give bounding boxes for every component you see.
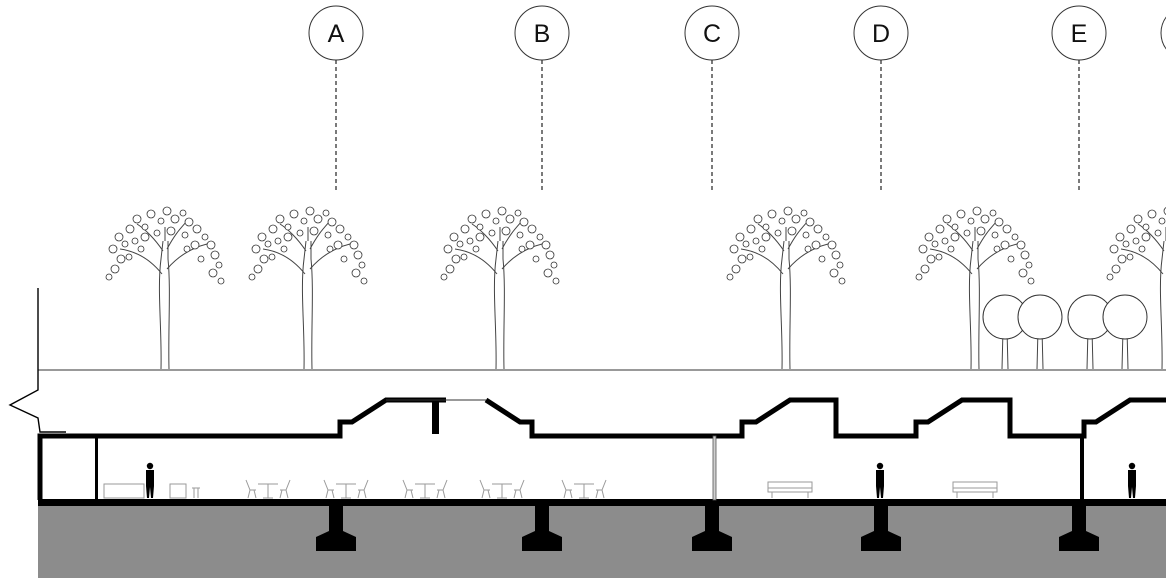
grid-axis-e-label: E xyxy=(1071,20,1088,48)
surface-trees xyxy=(105,206,1166,370)
grid-axis-f-partial xyxy=(1160,16,1166,50)
grid-axis-e: E xyxy=(1051,5,1107,190)
glass-partition xyxy=(712,435,717,501)
ground-soil xyxy=(38,505,1166,578)
break-line xyxy=(8,288,66,433)
grid-axis-b-label: B xyxy=(534,20,551,48)
grid-axis-b: B xyxy=(514,5,570,190)
grid-axes: A B C D E xyxy=(308,5,1166,190)
grid-axis-d-label: D xyxy=(872,20,890,48)
grid-axis-c-label: C xyxy=(703,20,721,48)
interior-furniture xyxy=(103,479,998,499)
grid-axis-a: A xyxy=(308,5,364,190)
grid-axis-c: C xyxy=(684,5,740,190)
grid-axis-a-label: A xyxy=(328,20,345,48)
grid-axis-d: D xyxy=(853,5,909,190)
skylight-mullion xyxy=(432,401,439,434)
interior-column xyxy=(1080,436,1084,500)
floor-slab xyxy=(38,499,1166,506)
interior-wall xyxy=(95,436,98,500)
people-silhouettes xyxy=(146,462,1136,498)
